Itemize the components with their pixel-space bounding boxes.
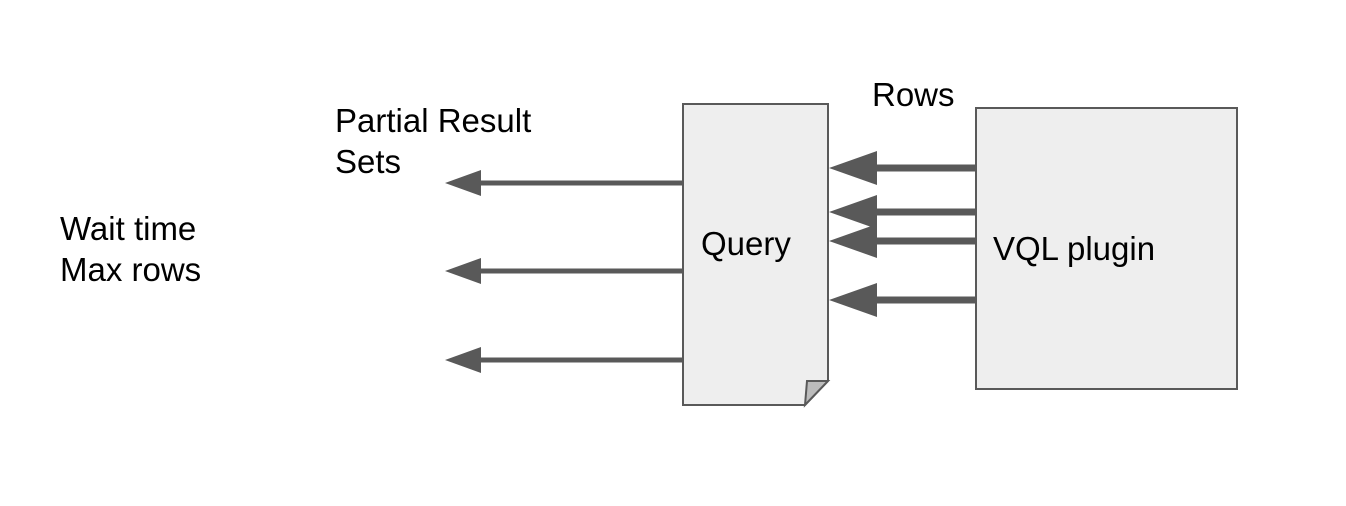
rows-label: Rows [872,76,955,113]
row-arrowhead-1 [829,151,877,185]
partial-result-label: Partial Result [335,102,532,139]
output-arrowhead-1 [445,170,481,196]
max-rows-label: Max rows [60,251,202,288]
query-label: Query [701,225,791,262]
row-arrows [829,151,976,317]
row-arrowhead-2 [829,195,877,229]
vql-plugin-label: VQL plugin [993,230,1156,267]
query-document-fold [803,380,831,408]
partial-result-sets-label: Sets [335,143,402,180]
output-arrowhead-3 [445,347,481,373]
vql-plugin-box [975,107,1238,390]
row-arrowhead-3 [829,224,877,258]
output-arrows [445,170,683,373]
output-arrowhead-2 [445,258,481,284]
wait-time-label: Wait time [60,210,197,247]
row-arrowhead-4 [829,283,877,317]
